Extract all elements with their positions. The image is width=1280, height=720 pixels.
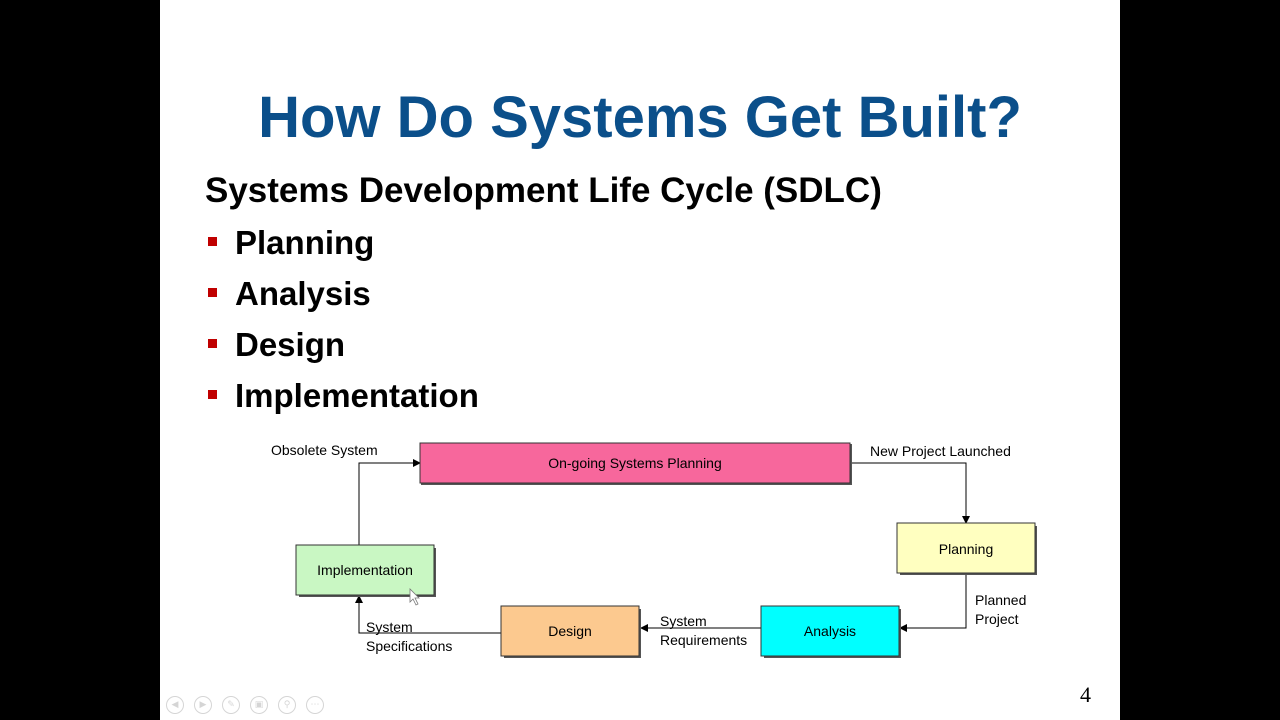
zoom-icon[interactable]: ⚲ (278, 696, 296, 714)
svg-text:Design: Design (548, 623, 592, 639)
box-ongoing-planning: On-going Systems Planning (419, 442, 852, 485)
label-planned: Planned (975, 592, 1026, 608)
connector-impl-to-ongoing (358, 459, 421, 545)
slide: How Do Systems Get Built? Systems Develo… (160, 0, 1120, 720)
label-project: Project (975, 611, 1019, 627)
pen-icon[interactable]: ✎ (222, 696, 240, 714)
slide-title: How Do Systems Get Built? (258, 85, 1022, 150)
connector-ongoing-to-planning (850, 462, 970, 524)
bullet-square-icon (208, 390, 217, 399)
next-icon[interactable]: ▶ (194, 696, 212, 714)
label-system-req-1: System (660, 613, 707, 629)
bullet-square-icon (208, 237, 217, 246)
label-system-spec-1: System (366, 619, 413, 635)
page-number: 4 (1080, 682, 1091, 707)
sdlc-diagram: On-going Systems Planning Planning Analy… (271, 442, 1037, 658)
bullet-square-icon (208, 288, 217, 297)
mouse-cursor-icon (409, 588, 420, 606)
bullet-item: Analysis (205, 273, 479, 324)
box-analysis: Analysis (760, 605, 901, 658)
label-obsolete-system: Obsolete System (271, 442, 378, 458)
slide-subtitle: Systems Development Life Cycle (SDLC) (205, 171, 882, 210)
label-system-spec-2: Specifications (366, 638, 452, 654)
svg-text:Implementation: Implementation (317, 562, 413, 578)
svg-text:Planning: Planning (939, 541, 994, 557)
prev-icon[interactable]: ◀ (166, 696, 184, 714)
bullet-list: Planning Analysis Design Implementation (205, 222, 479, 426)
label-system-req-2: Requirements (660, 632, 747, 648)
box-design: Design (500, 605, 641, 658)
bullet-item: Design (205, 324, 479, 375)
slideshow-nav-toolbar: ◀ ▶ ✎ ▣ ⚲ ⋯ (166, 696, 324, 714)
box-implementation: Implementation (295, 544, 436, 597)
label-new-project: New Project Launched (870, 443, 1011, 459)
bullet-item: Planning (205, 222, 479, 273)
more-icon[interactable]: ⋯ (306, 696, 324, 714)
box-planning: Planning (896, 522, 1037, 575)
svg-text:On-going Systems Planning: On-going Systems Planning (548, 455, 722, 471)
connector-planning-to-analysis (899, 574, 967, 632)
bullet-item: Implementation (205, 375, 479, 426)
slides-icon[interactable]: ▣ (250, 696, 268, 714)
connector-design-to-impl (355, 595, 501, 634)
svg-text:Analysis: Analysis (804, 623, 856, 639)
bullet-square-icon (208, 339, 217, 348)
